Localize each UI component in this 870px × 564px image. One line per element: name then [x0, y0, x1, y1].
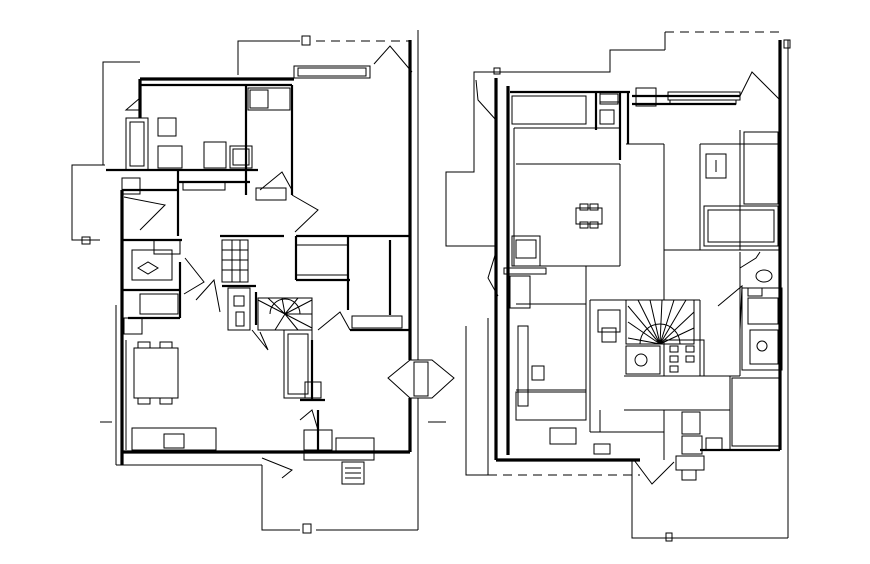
upper-floor-plan [430, 31, 791, 542]
ground-floor-doors [123, 45, 455, 479]
ground-floor-site-outline [71, 35, 418, 534]
upper-floor-doors [430, 71, 781, 485]
upper-floor-interior-walls [510, 90, 780, 460]
upper-floor-stair [625, 299, 695, 345]
ground-floor-dining-set [100, 340, 442, 485]
ground-floor-kitchen-fittings [121, 65, 403, 399]
upper-floor-fittings [503, 87, 783, 481]
ground-floor-stair [221, 239, 313, 331]
ground-floor-outer-walls [115, 30, 419, 530]
upper-floor-outer-walls [445, 31, 791, 542]
ground-floor-plan [71, 30, 455, 534]
